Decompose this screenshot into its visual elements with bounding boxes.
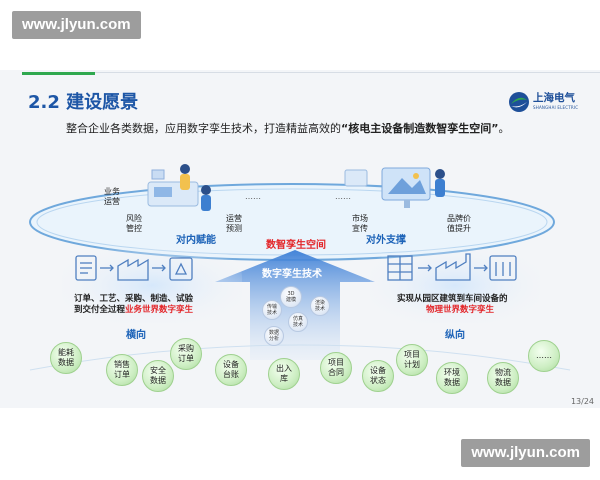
logo-icon: [509, 92, 529, 112]
subtitle-suffix: 。: [498, 122, 510, 135]
left-panel-line2-prefix: 到交付全过程: [74, 305, 126, 315]
left-panel-bg: [62, 248, 242, 323]
bubble-project-plan: 项目 计划: [396, 344, 428, 376]
bubble-environment-data: 环境 数据: [436, 362, 468, 394]
tech-bubble-analysis: 数据 分析: [264, 326, 284, 346]
vertical-label: 纵向: [445, 330, 465, 341]
tech-bubble-3d: 3D 建模: [280, 286, 302, 308]
diagram-graphics: [29, 164, 571, 371]
ring-item-market-promo: 市场 宣传: [352, 214, 368, 233]
ring-item-ops-forecast: 运营 预测: [226, 214, 242, 233]
bubble-safety-data: 安全 数据: [142, 360, 174, 392]
bubble-energy-data: 能耗 数据: [50, 342, 82, 374]
right-panel-highlight: 物理世界数字孪生: [426, 305, 495, 315]
bubble-inout-stock: 出入 库: [268, 358, 300, 390]
office-illustration-left: [147, 164, 211, 211]
ring-right-caption: 对外支撑: [366, 235, 406, 246]
bottom-wave: [29, 344, 571, 371]
arrow-label: 数字孪生技术: [262, 269, 322, 280]
bubble-equipment-status: 设备 状态: [362, 360, 394, 392]
bubble-sales-orders: 销售 订单: [106, 354, 138, 386]
ring-left-caption: 对内赋能: [176, 235, 216, 246]
process-icons-right: [387, 253, 517, 281]
title-rule: [95, 72, 600, 73]
left-panel-highlight: 业务世界数字孪生: [125, 305, 194, 315]
watermark-bottom: www.jlyun.com: [461, 439, 590, 467]
logo-subtext: SHANGHAI ELECTRIC: [533, 105, 579, 110]
subtitle-prefix: 整合企业各类数据，应用数字孪生技术，打造精益高效的: [66, 122, 341, 135]
tech-bubble-simulation: 仿真 技术: [288, 312, 308, 332]
ring-item-brand-value: 品牌价 值提升: [447, 214, 471, 233]
bubble-project-contract: 项目 合同: [320, 352, 352, 384]
tech-bubble-transmission: 传输 技术: [262, 300, 282, 320]
page-title: 2.2 建设愿景: [28, 92, 139, 113]
bubble-equipment-ledger: 设备 台账: [215, 354, 247, 386]
ring-item-risk-control: 风险 管控: [126, 214, 142, 233]
title-accent-bar: [22, 72, 95, 75]
ring-item-business-ops: 业务 运营: [104, 187, 120, 206]
logo-name: 上海电气: [533, 92, 575, 104]
bubble-more: ……: [528, 340, 560, 372]
subtitle: 整合企业各类数据，应用数字孪生技术，打造精益高效的“核电主设备制造数智孪生空间”…: [66, 120, 509, 136]
monitor-illustration-right: [344, 167, 445, 208]
tech-bubble-render: 渲染 技术: [310, 296, 330, 316]
bubble-logistics-data: 物流 数据: [487, 362, 519, 394]
process-icons-left: [75, 255, 193, 281]
horizontal-label: 横向: [126, 330, 146, 341]
subtitle-highlight: “核电主设备制造数智孪生空间”: [341, 122, 499, 135]
page-number: 13/24: [570, 397, 594, 406]
left-panel-line2: 到交付全过程业务世界数字孪生: [74, 303, 193, 315]
watermark-top: www.jlyun.com: [12, 11, 141, 39]
left-panel-line1: 订单、工艺、采购、制造、试验: [74, 294, 194, 304]
ring-right-dots: ……: [335, 192, 351, 201]
bubble-purchase-orders: 采购 订单: [170, 338, 202, 370]
right-panel-line1: 实现从园区建筑到车间设备的: [397, 294, 508, 304]
ring-left-dots: ……: [245, 192, 261, 201]
ring-center-caption: 数智孪生空间: [266, 240, 326, 251]
